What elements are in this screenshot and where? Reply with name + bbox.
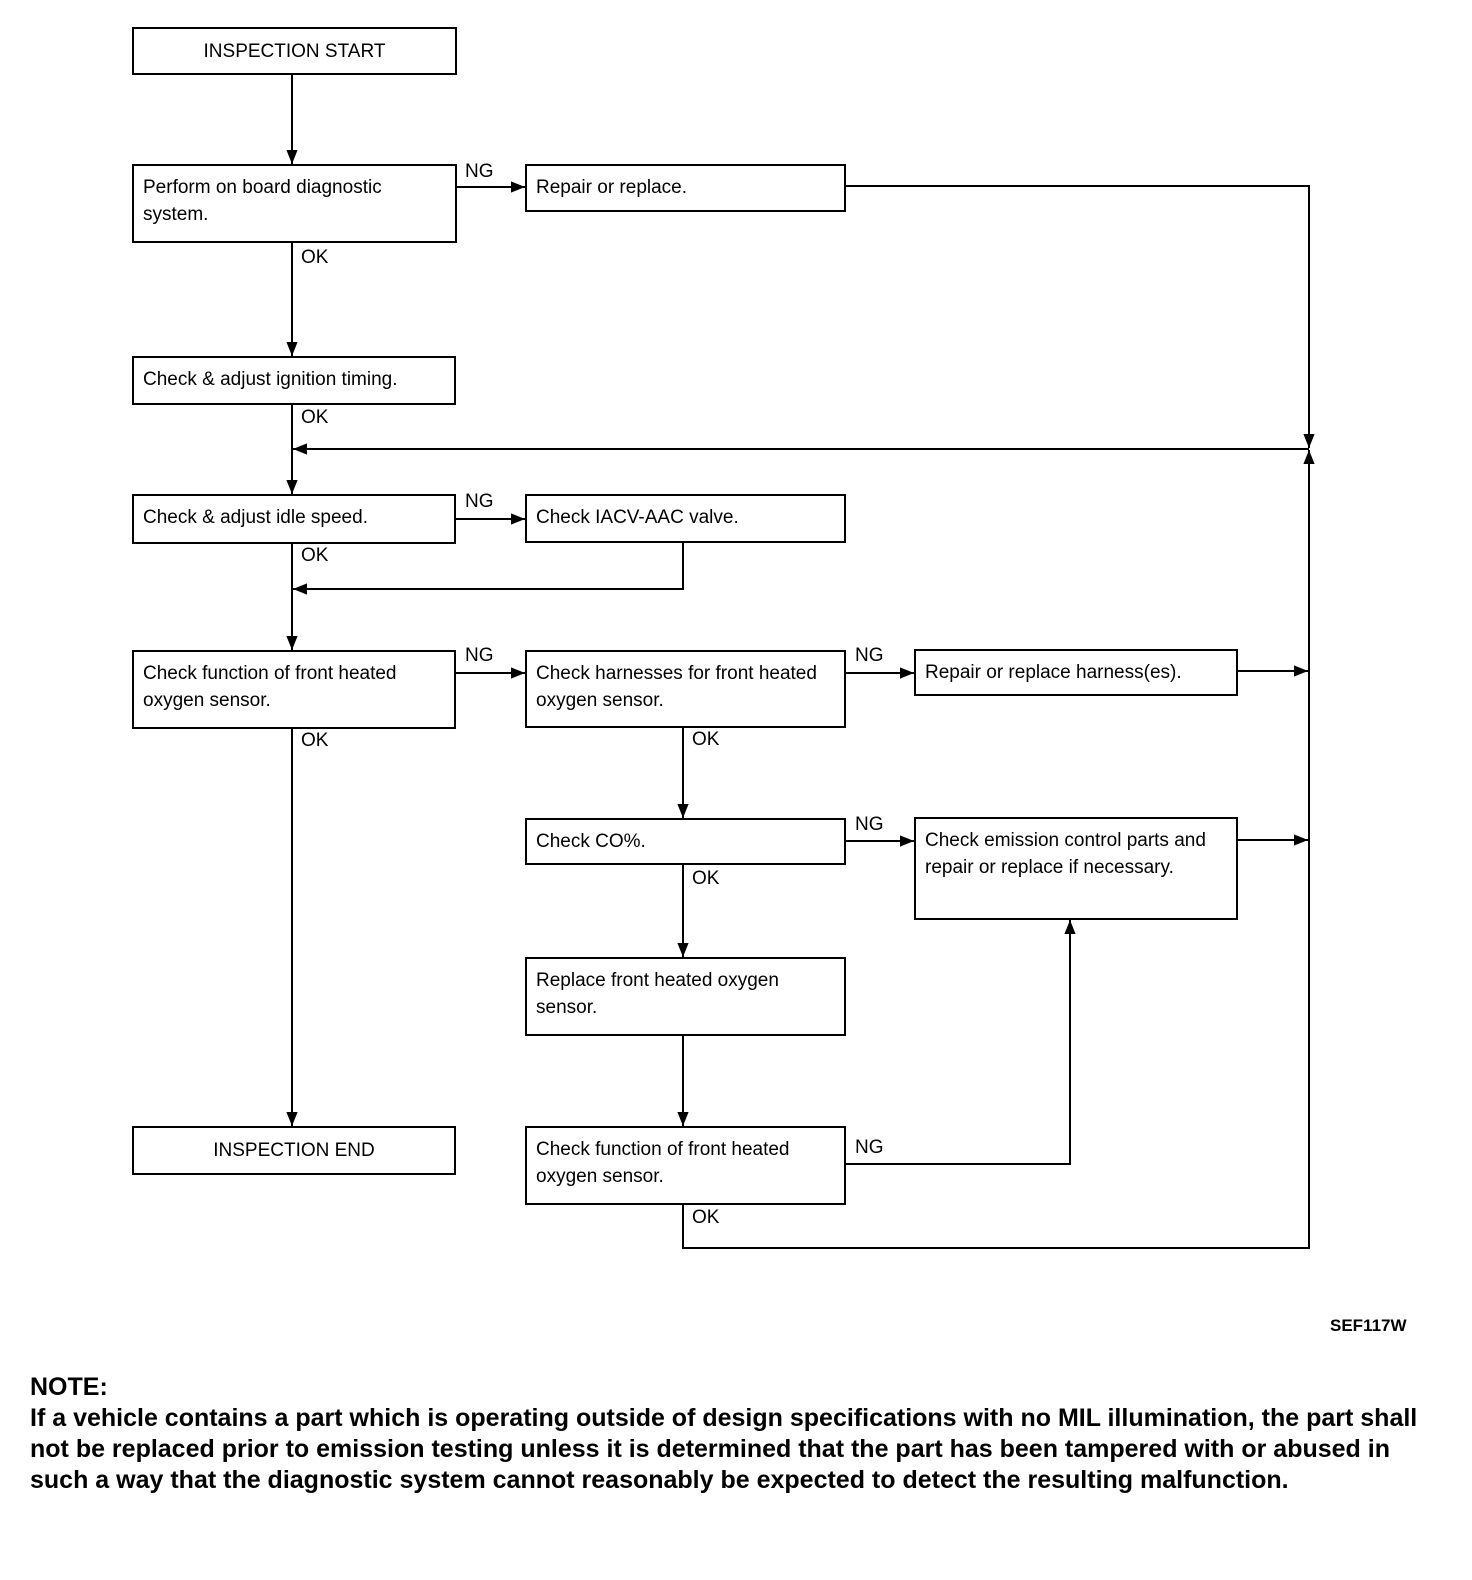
note-body: If a vehicle contains a part which is op…	[30, 1404, 1418, 1494]
ignition-timing-text: Check & adjust ignition timing.	[143, 369, 398, 390]
ignition-timing-box: Check & adjust ignition timing.	[132, 356, 456, 405]
ng-label-o2-1: NG	[465, 645, 494, 666]
repair-replace-box: Repair or replace.	[525, 164, 846, 212]
inspection-end-box: INSPECTION END	[132, 1126, 456, 1175]
harness-check-box: Check harnesses for front heated oxygen …	[525, 650, 846, 728]
replace-o2-text: Replace front heated oxygen sensor.	[536, 970, 779, 1018]
ng-label-obd: NG	[465, 161, 494, 182]
inspection-start-box: INSPECTION START	[132, 27, 457, 75]
replace-o2-box: Replace front heated oxygen sensor.	[525, 957, 846, 1036]
idle-speed-box: Check & adjust idle speed.	[132, 494, 456, 544]
connector-repair-return	[846, 185, 1315, 448]
ng-label-idle: NG	[465, 491, 494, 512]
emission-parts-text: Check emission control parts and repair …	[925, 830, 1206, 878]
harness-check-text: Check harnesses for front heated oxygen …	[536, 663, 817, 711]
ok-label-co: OK	[692, 868, 720, 889]
repair-harness-box: Repair or replace harness(es).	[914, 649, 1238, 696]
emission-parts-box: Check emission control parts and repair …	[914, 817, 1238, 920]
repair-replace-text: Repair or replace.	[536, 177, 688, 198]
o2-function-box-1: Check function of front heated oxygen se…	[132, 650, 456, 729]
obd-text: Perform on board diagnostic system.	[143, 177, 382, 225]
ng-label-o2-2: NG	[855, 1137, 884, 1158]
connector-check2-ng	[846, 920, 1076, 1165]
note-heading: NOTE:	[30, 1373, 108, 1401]
co-check-text: Check CO%.	[536, 831, 646, 852]
idle-speed-text: Check & adjust idle speed.	[143, 507, 368, 528]
repair-harness-text: Repair or replace harness(es).	[925, 662, 1182, 683]
o2-function-text-2: Check function of front heated oxygen se…	[536, 1139, 790, 1187]
obd-box: Perform on board diagnostic system.	[132, 164, 457, 243]
co-check-box: Check CO%.	[525, 818, 846, 865]
ok-label-obd: OK	[301, 247, 329, 268]
inspection-start-text: INSPECTION START	[203, 41, 386, 62]
ng-label-co: NG	[855, 814, 884, 835]
iacv-box: Check IACV-AAC valve.	[525, 494, 846, 543]
ok-label-o2-1: OK	[301, 730, 329, 751]
o2-function-text-1: Check function of front heated oxygen se…	[143, 663, 397, 711]
ok-label-ignition: OK	[301, 407, 329, 428]
ok-label-harness: OK	[692, 729, 720, 750]
figure-id: SEF117W	[1330, 1316, 1407, 1335]
ng-label-harness: NG	[855, 645, 884, 666]
ok-label-idle: OK	[301, 545, 329, 566]
iacv-text: Check IACV-AAC valve.	[536, 507, 739, 528]
connector-check2-ok	[682, 450, 1315, 1249]
note-block: NOTE: If a vehicle contains a part which…	[30, 1372, 1442, 1496]
connector-iacv-return	[293, 543, 684, 595]
ok-label-o2-2: OK	[692, 1207, 720, 1228]
o2-function-box-2: Check function of front heated oxygen se…	[525, 1126, 846, 1205]
inspection-end-text: INSPECTION END	[213, 1140, 375, 1161]
